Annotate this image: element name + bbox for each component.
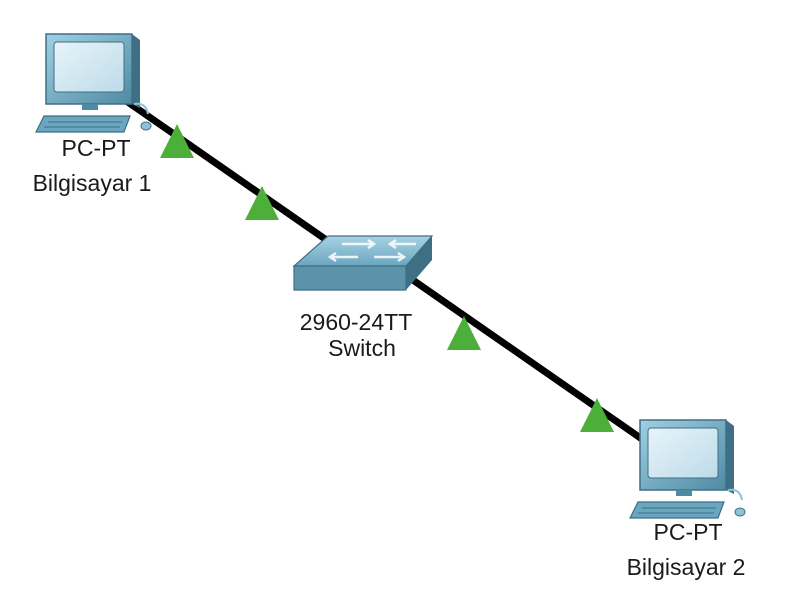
pc-icon	[629, 419, 746, 519]
link-status-up-icon	[580, 398, 614, 432]
link-status-up-icon	[447, 316, 481, 350]
device-switch[interactable]: 2960-24TT Switch	[292, 235, 434, 361]
link-status-up-icon	[245, 186, 279, 220]
device-name-label: Switch	[328, 335, 396, 361]
device-name-label: Bilgisayar 2	[627, 554, 746, 580]
link-status-up-icon	[160, 124, 194, 158]
device-model-label: PC-PT	[62, 135, 131, 161]
pc-icon	[35, 33, 152, 133]
device-model-label: 2960-24TT	[300, 309, 413, 335]
cable-pc1-switch[interactable]	[118, 94, 342, 252]
device-pc1[interactable]: PC-PT Bilgisayar 1	[33, 33, 152, 196]
device-model-label: PC-PT	[654, 519, 723, 545]
switch-icon	[292, 235, 434, 291]
cable-switch-pc2[interactable]	[406, 274, 656, 450]
device-pc2[interactable]: PC-PT Bilgisayar 2	[627, 419, 746, 580]
device-name-label: Bilgisayar 1	[33, 170, 152, 196]
